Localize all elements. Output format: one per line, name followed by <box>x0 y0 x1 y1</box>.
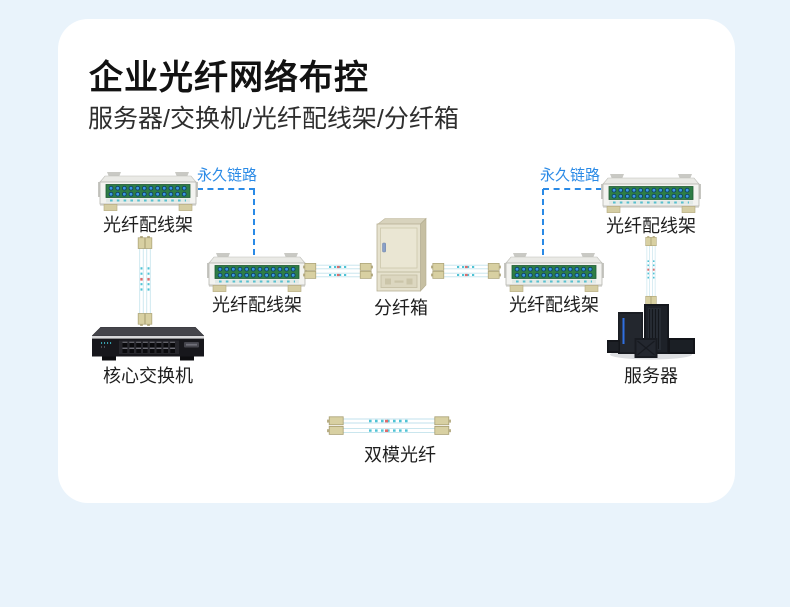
patch-panel-top-left-icon <box>98 171 198 211</box>
patch-panel-mid-left-icon <box>207 252 307 292</box>
fiber-cable-left-vertical-icon <box>134 236 156 326</box>
fiber-cable-right-vertical-icon <box>641 236 661 306</box>
distribution-box-label: 分纤箱 <box>374 298 428 318</box>
dual-fiber-label: 双模光纤 <box>364 445 436 465</box>
dual-fiber-icon <box>327 415 451 437</box>
patch-panel-top-left-label: 光纤配线架 <box>103 215 193 235</box>
permanent-link-label-left: 永久链路 <box>197 167 258 184</box>
permanent-link-dash-vertical-right <box>542 189 544 255</box>
distribution-box-icon <box>375 217 428 293</box>
fiber-cord-right-icon <box>431 261 501 281</box>
server-label: 服务器 <box>624 366 678 386</box>
core-switch-icon <box>92 327 204 362</box>
server-icon <box>607 302 695 360</box>
page-subtitle: 服务器/交换机/光纤配线架/分纤箱 <box>88 105 459 133</box>
permanent-link-dash-horizontal-left <box>197 188 255 190</box>
permanent-link-dash-horizontal-right <box>543 188 602 190</box>
permanent-link-label-right: 永久链路 <box>540 167 601 184</box>
patch-panel-top-right-label: 光纤配线架 <box>606 216 696 236</box>
page-title: 企业光纤网络布控 <box>89 59 369 97</box>
core-switch-label: 核心交换机 <box>103 366 193 386</box>
patch-panel-top-right-icon <box>601 173 701 213</box>
fiber-cord-left-icon <box>303 261 373 281</box>
patch-panel-mid-left-label: 光纤配线架 <box>212 295 302 315</box>
patch-panel-mid-right-icon <box>504 252 604 292</box>
patch-panel-mid-right-label: 光纤配线架 <box>509 295 599 315</box>
permanent-link-dash-vertical-left <box>253 189 255 255</box>
